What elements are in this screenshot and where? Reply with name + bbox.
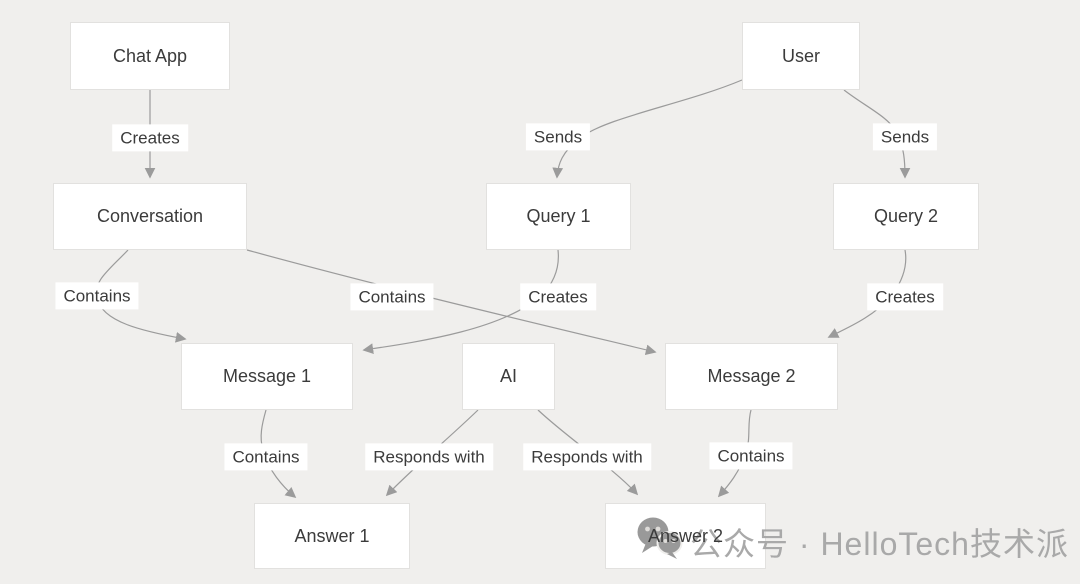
node-query-2-label: Query 2: [873, 206, 939, 226]
edge-label-creates-message-2: Creates: [867, 283, 943, 311]
node-chat-app: Chat App: [70, 22, 230, 90]
node-query-2: Query 2: [833, 183, 979, 250]
edge-label-contains-answer-2: Contains: [709, 442, 793, 470]
edge-label-contains-message-1: Contains: [55, 282, 139, 310]
node-message-2-label: Message 2: [707, 366, 796, 386]
edge-label-contains-message-2: Contains: [350, 283, 434, 311]
node-ai: AI: [462, 343, 555, 410]
node-query-1-label: Query 1: [526, 206, 591, 226]
edge-conversation-to-message-2: [246, 249, 657, 356]
node-message-1-label: Message 1: [222, 366, 312, 386]
node-query-1: Query 1: [486, 183, 631, 250]
edge-label-creates-message-1: Creates: [520, 283, 596, 311]
node-conversation: Conversation: [53, 183, 247, 250]
edge-label-sends-query-2: Sends: [872, 123, 938, 151]
chat-bubbles-icon: [637, 517, 683, 559]
node-ai-label: AI: [499, 366, 517, 386]
node-answer-2: Answer 2: [605, 503, 766, 569]
node-chat-app-label: Chat App: [112, 45, 188, 66]
node-answer-1: Answer 1: [254, 503, 410, 569]
edge-label-sends-query-1: Sends: [525, 123, 591, 151]
node-message-1: Message 1: [181, 343, 353, 410]
node-message-2: Message 2: [665, 343, 838, 410]
edge-user-to-query-1: [552, 79, 743, 179]
node-user-label: User: [781, 45, 820, 66]
node-conversation-label: Conversation: [96, 206, 204, 226]
watermark-text: 公众号 · HelloTech技术派: [690, 526, 1069, 562]
edge-label-creates-conversation: Creates: [112, 124, 188, 152]
edge-label-contains-answer-1: Contains: [224, 443, 308, 471]
node-answer-1-label: Answer 1: [294, 525, 370, 546]
node-answer-2-label: Answer 2: [647, 525, 724, 546]
edge-label-responds-with-answer-1: Responds with: [365, 443, 493, 471]
edge-label-responds-with-answer-2: Responds with: [523, 443, 651, 471]
node-user: User: [742, 22, 860, 90]
